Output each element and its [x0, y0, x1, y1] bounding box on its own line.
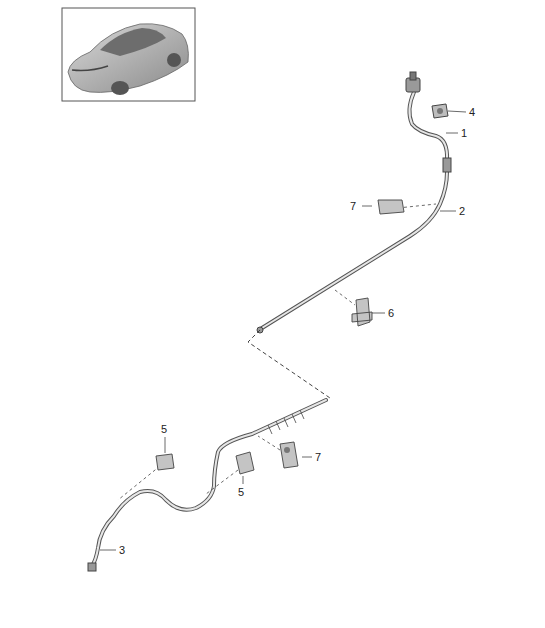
clip-7 [378, 200, 404, 214]
car-thumbnail [68, 24, 188, 95]
pipe-1 [409, 92, 447, 160]
callout-number: 5 [161, 423, 167, 435]
inset-frame [62, 8, 195, 101]
pipe-2 [262, 172, 447, 328]
clip-6 [352, 298, 372, 326]
clip-5 [236, 452, 254, 474]
clip-5 [156, 454, 174, 470]
callout-number: 7 [350, 200, 356, 212]
sensor [406, 72, 420, 92]
callout-number: 3 [119, 544, 125, 556]
callout-number: 1 [461, 127, 467, 139]
callout-number: 5 [238, 486, 244, 498]
callout-number: 7 [315, 451, 321, 463]
callout-number: 2 [459, 205, 465, 217]
callout-number: 6 [388, 307, 394, 319]
pipe-3 [92, 400, 326, 566]
callout-number: 4 [469, 106, 475, 118]
clip-7 [280, 442, 298, 468]
clip-4 [432, 104, 448, 118]
